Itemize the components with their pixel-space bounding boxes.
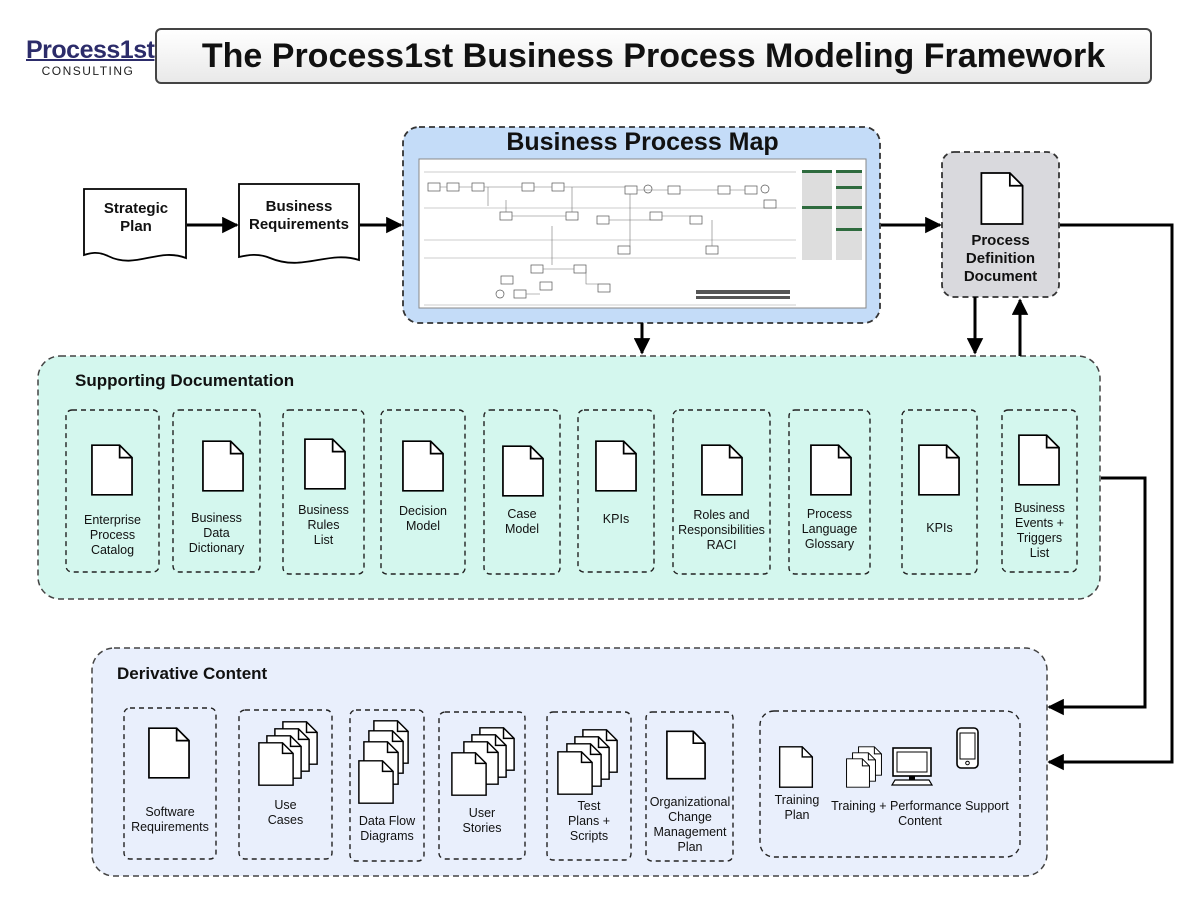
process-map-thumbnail — [418, 158, 867, 309]
supporting-cards — [65, 409, 1078, 575]
doc-stack-icon — [358, 760, 394, 804]
training-plan-label: Training Plan — [774, 793, 820, 822]
computer-icon — [890, 747, 934, 786]
supporting-item-label: Business Data Dictionary — [188, 511, 245, 555]
logo-subtitle: CONSULTING — [41, 64, 135, 78]
doc-stack-icon — [846, 758, 870, 788]
supporting-documentation-panel — [37, 355, 1101, 600]
doc-icon — [810, 444, 852, 496]
derivative-item-label: Test Plans + Scripts — [567, 799, 611, 843]
doc-stack-icon — [557, 751, 593, 795]
page-title-text: The Process1st Business Process Modeling… — [201, 36, 1106, 75]
strategic-plan-shape — [83, 188, 187, 262]
derivative-item-label: Software Requirements — [131, 805, 209, 834]
flow-arrows — [187, 216, 1174, 771]
phone-icon — [956, 727, 979, 769]
doc-icon — [595, 440, 637, 492]
derivative-item-label: Organizational Change Management Plan — [649, 795, 731, 854]
derivative-item-label: Use Cases — [267, 798, 304, 827]
doc-icon — [1018, 434, 1060, 486]
doc-icon — [402, 440, 444, 492]
supporting-documentation-title: Supporting Documentation — [75, 371, 295, 390]
doc-icon — [918, 444, 960, 496]
pdd-label: Process Definition Document — [963, 232, 1038, 285]
doc-icon — [666, 730, 706, 780]
arrow-pdd-to-derivative — [1047, 223, 1174, 771]
derivative-content-title: Derivative Content — [117, 664, 268, 683]
training-support-label: Training + Performance Support Content — [831, 799, 1009, 828]
process-map-title: Business Process Map — [506, 128, 779, 156]
pdd-document-icon — [980, 172, 1024, 225]
supporting-item-label: Business Events + Triggers List — [1014, 501, 1065, 560]
doc-icon — [502, 445, 544, 497]
business-requirements-shape — [238, 183, 360, 264]
arrow-supporting-to-derivative — [1047, 476, 1147, 716]
doc-icon — [304, 438, 346, 490]
doc-icon — [778, 746, 814, 788]
strategic-plan-label: Strategic Plan — [103, 200, 169, 235]
supporting-item-label: Roles and Responsibilities RACI — [678, 508, 765, 552]
derivative-item-label: Data Flow Diagrams — [358, 814, 416, 843]
supporting-item-label: Case Model — [504, 507, 540, 536]
logo: Process1st — [26, 36, 155, 64]
derivative-cards — [123, 707, 1021, 862]
derivative-item-label: User Stories — [462, 806, 502, 835]
doc-icon — [148, 727, 190, 779]
supporting-item-label: Decision Model — [399, 504, 447, 533]
supporting-item-label: KPIs — [602, 512, 630, 526]
doc-icon — [202, 440, 244, 492]
doc-icon — [91, 444, 133, 496]
business-requirements-label: Business Requirements — [248, 198, 350, 233]
doc-icon — [701, 444, 743, 496]
supporting-item-label: Enterprise Process Catalog — [84, 513, 141, 557]
page-title: The Process1st Business Process Modeling… — [155, 28, 1152, 84]
doc-stack-icon — [451, 752, 487, 796]
supporting-item-label: Business Rules List — [298, 503, 349, 547]
doc-stack-icon — [258, 742, 294, 786]
supporting-item-label: Process Language Glossary — [801, 507, 858, 551]
supporting-item-label: KPIs — [926, 521, 953, 535]
